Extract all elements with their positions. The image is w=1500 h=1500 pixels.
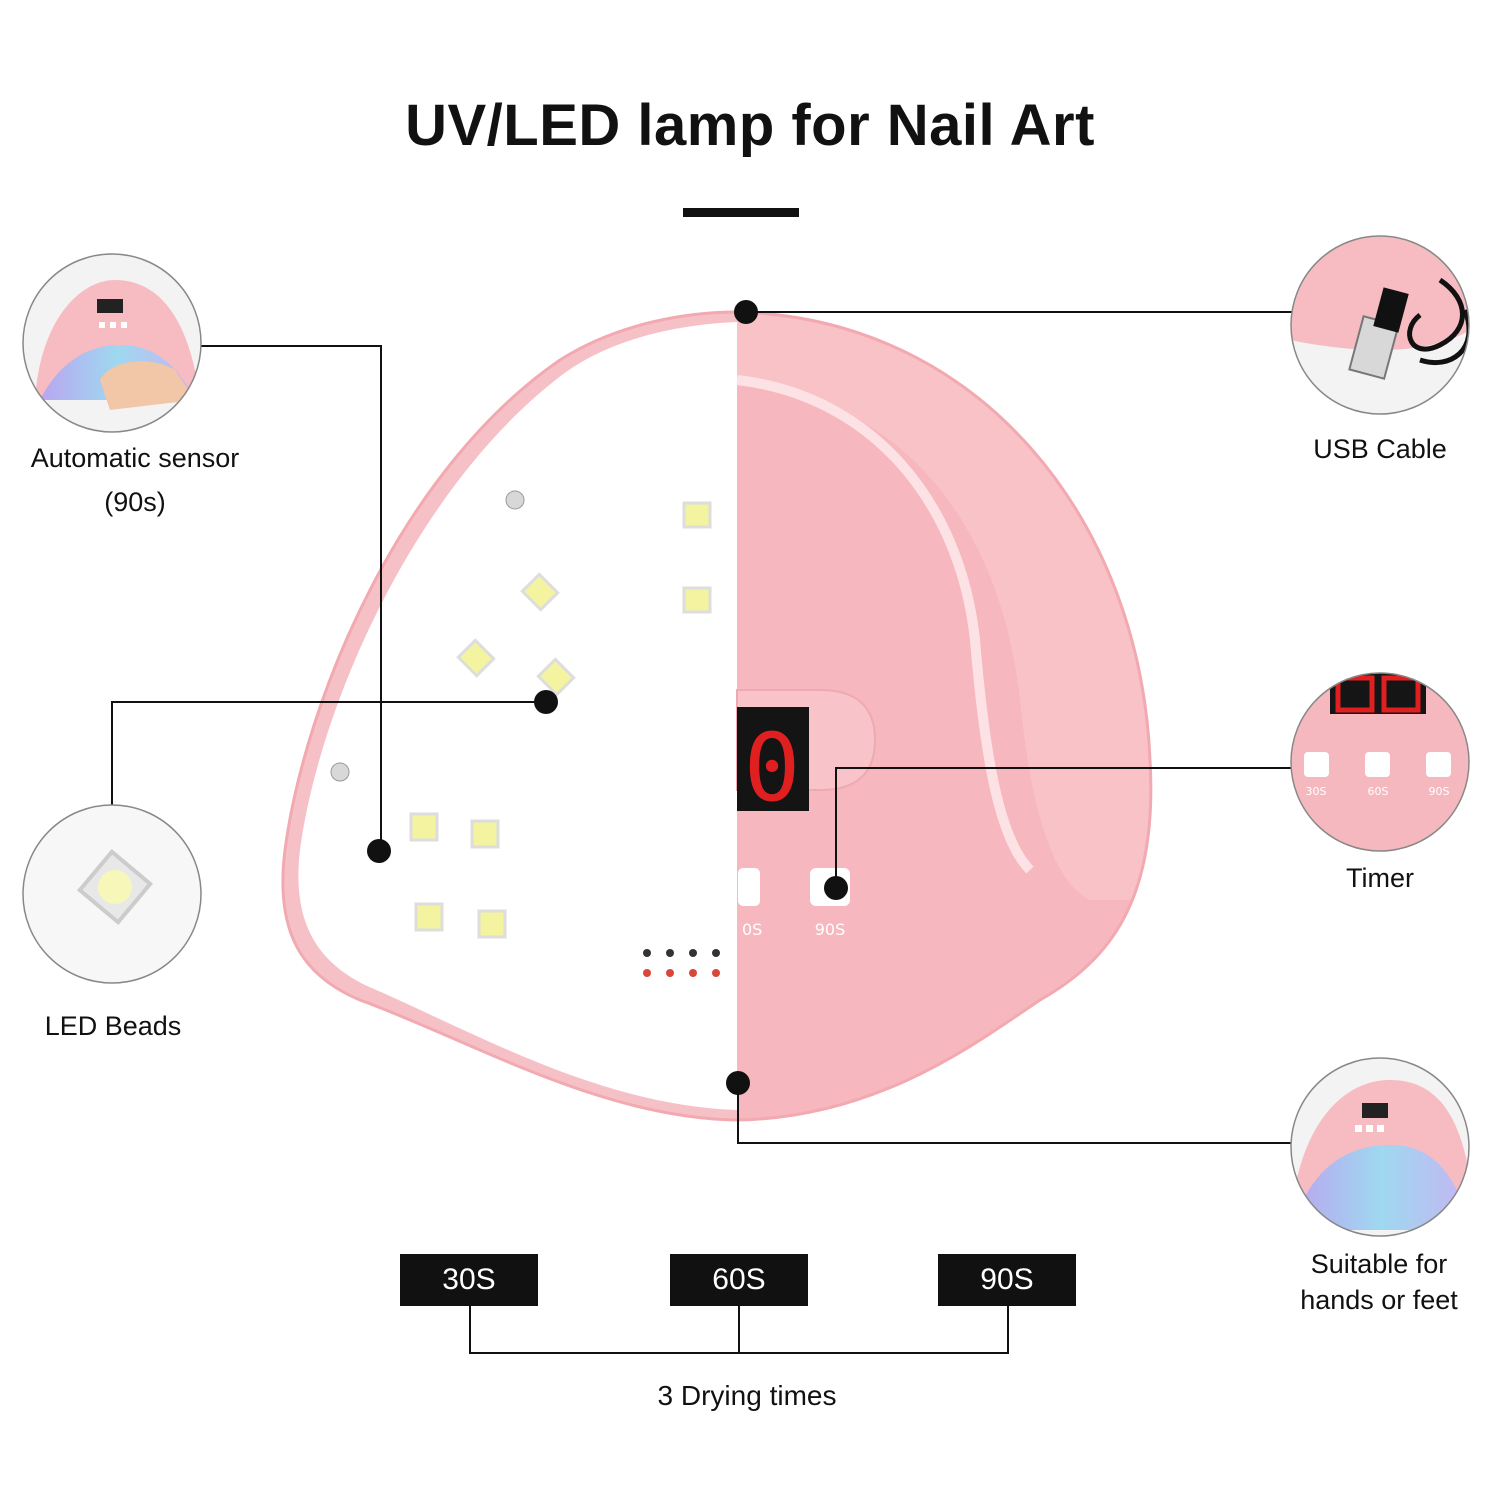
display-digit: 0 xyxy=(744,714,801,823)
led-bead xyxy=(456,638,496,678)
callout-sensor-label: Automatic sensor (90s) xyxy=(15,436,255,524)
callout-sensor-line1: Automatic sensor xyxy=(30,443,240,473)
sensor-photo xyxy=(22,253,202,433)
timer-photo-label-90s: 90S xyxy=(1429,785,1450,798)
led-bead-grid xyxy=(409,501,712,939)
timer-photo-label-60s: 60S xyxy=(1368,785,1389,798)
lamp-outline xyxy=(281,310,1153,1122)
led-bead-photo xyxy=(22,804,202,984)
timer-photo: 30S 60S 90S xyxy=(1290,672,1470,852)
led-bead xyxy=(682,501,712,529)
callout-suitable-line2: hands or feet xyxy=(1300,1285,1458,1315)
callout-suitable-label: Suitable for hands or feet xyxy=(1270,1246,1488,1318)
led-bead xyxy=(536,657,576,697)
callout-suitable-line1: Suitable for xyxy=(1310,1249,1448,1279)
vent-dots xyxy=(643,949,720,977)
usb-cable-photo xyxy=(1290,235,1470,415)
led-bead xyxy=(682,586,712,614)
timer-display xyxy=(737,707,809,811)
timer-photo-label-30s: 30S xyxy=(1306,785,1327,798)
drying-times-caption: 3 Drying times xyxy=(657,1380,837,1411)
drying-time-90s: 90S xyxy=(938,1254,1076,1306)
led-bead xyxy=(470,819,500,849)
callout-timer-label: Timer xyxy=(1346,863,1414,893)
callout-sensor-line2: (90s) xyxy=(104,487,166,517)
callout-beads-label: LED Beads xyxy=(44,1011,182,1041)
led-bead xyxy=(409,812,439,842)
led-bead xyxy=(414,902,444,932)
timer-button-partial-label: 0S xyxy=(742,920,762,939)
callout-usb-label: USB Cable xyxy=(1313,434,1447,464)
screw-hole xyxy=(330,762,350,782)
hands-feet-photo xyxy=(1290,1057,1470,1237)
drying-time-60s: 60S xyxy=(670,1254,808,1306)
connector-dots xyxy=(367,300,848,1095)
led-bead xyxy=(477,909,507,939)
led-bead xyxy=(520,572,560,612)
timer-button-90s-label: 90S xyxy=(815,920,846,939)
screw-hole xyxy=(505,490,525,510)
drying-time-30s: 30S xyxy=(400,1254,538,1306)
title-underline xyxy=(683,208,799,217)
page-title: UV/LED lamp for Nail Art xyxy=(405,93,1095,158)
timer-button-partial xyxy=(738,868,760,906)
connector-lines xyxy=(111,311,1292,1354)
